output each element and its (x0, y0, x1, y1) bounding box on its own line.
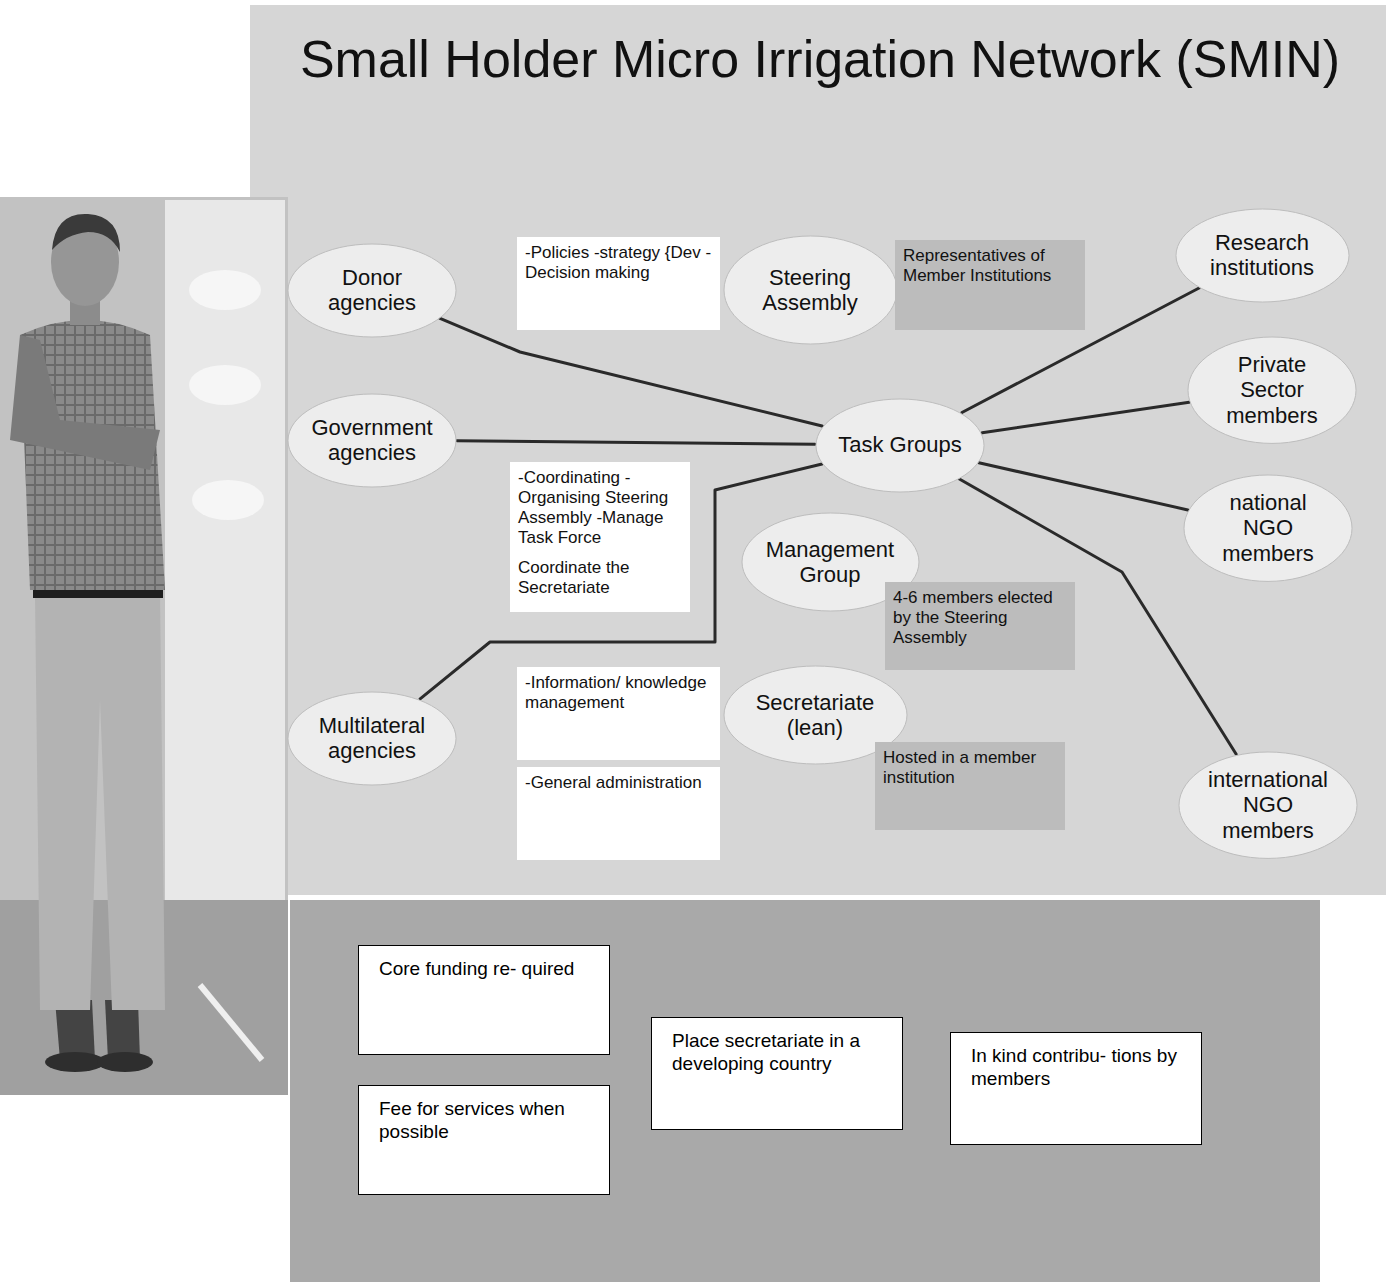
easel-leg (200, 985, 262, 1060)
node-text: Steering Assembly (745, 265, 875, 316)
oval-shape (288, 244, 456, 337)
card-board (290, 900, 1320, 1282)
node-text-block: 4-6 members elected by the Steering Asse… (893, 588, 1067, 648)
note-box: Place secretariate in a developing count… (651, 1017, 903, 1130)
hair (52, 214, 120, 252)
node-text-block: Secretariate (lean) (747, 690, 884, 741)
node-text-block: national NGO members (1205, 490, 1331, 566)
node-text: Government agencies (309, 415, 435, 466)
crossed-arms (10, 335, 160, 470)
oval-shape (1184, 475, 1352, 581)
trousers (35, 595, 165, 1010)
node-text: 4-6 members elected by the Steering Asse… (893, 588, 1067, 648)
node-text-block: Core funding re- quired (379, 958, 589, 981)
node-text: -Information/ knowledge management (525, 673, 712, 713)
ellipse-node: Government agencies (287, 393, 457, 488)
node-text-block: Hosted in a member institution (883, 748, 1057, 788)
sandal (45, 1052, 105, 1072)
node-text: Donor agencies (309, 265, 435, 316)
node-text: Coordinate the Secretariate (518, 558, 682, 598)
grey-note-card: Representatives of Member Institutions (895, 240, 1085, 330)
node-text-block: Management Group (764, 537, 896, 588)
ellipse-node: Steering Assembly (723, 235, 898, 345)
note-card: -Policies -strategy {Dev -Decision makin… (517, 237, 720, 330)
node-text: Fee for services when possible (379, 1098, 589, 1144)
node-text: Representatives of Member Institutions (903, 246, 1077, 286)
node-text: national NGO members (1205, 490, 1331, 566)
node-text: international NGO members (1201, 767, 1334, 843)
node-text-block: -General administration (525, 773, 712, 793)
oval-shape (816, 399, 984, 492)
node-text: Core funding re- quired (379, 958, 589, 981)
note-card: -General administration (517, 767, 720, 860)
node-text-block: international NGO members (1201, 767, 1334, 843)
node-text-block: -Policies -strategy {Dev -Decision makin… (525, 243, 712, 283)
node-text-block: -Information/ knowledge management (525, 673, 712, 713)
connector-line (457, 441, 815, 444)
oval-shape (288, 692, 456, 785)
ellipse-node: Multilateral agencies (287, 691, 457, 786)
node-text: -General administration (525, 773, 712, 793)
oval-shape (1176, 209, 1349, 302)
grey-note-card: Hosted in a member institution (875, 742, 1065, 830)
node-text-block: Place secretariate in a developing count… (672, 1030, 882, 1076)
ellipse-node: Research institutions (1175, 208, 1350, 303)
diagram-title: Small Holder Micro Irrigation Network (S… (290, 22, 1350, 97)
node-text: Research institutions (1197, 230, 1327, 281)
note-box: Core funding re- quired (358, 945, 610, 1055)
oval-shape (288, 394, 456, 487)
ellipse-node: national NGO members (1183, 474, 1353, 582)
ellipse-node: Donor agencies (287, 243, 457, 338)
ellipse-node: Task Groups (815, 398, 985, 493)
oval-shape (1179, 752, 1357, 858)
ellipse-node: Private Sector members (1187, 336, 1357, 444)
node-text: Multilateral agencies (309, 713, 435, 764)
grey-note-card: 4-6 members elected by the Steering Asse… (885, 582, 1075, 670)
note-card: -Coordinating -Organising Steering Assem… (510, 462, 690, 612)
ellipse-node: international NGO members (1178, 751, 1358, 859)
node-text: Private Sector members (1209, 352, 1335, 428)
node-text: Place secretariate in a developing count… (672, 1030, 882, 1076)
oval-shape (1188, 337, 1356, 443)
node-text-block: Steering Assembly (745, 265, 875, 316)
photo-oval (189, 270, 261, 310)
node-text-block: Donor agencies (309, 265, 435, 316)
node-text: In kind contribu- tions by members (971, 1045, 1181, 1091)
photo-flipchart (165, 200, 285, 1000)
oval-shape (724, 236, 897, 344)
photo-wall (0, 197, 288, 1095)
node-text-block: Representatives of Member Institutions (903, 246, 1077, 286)
note-box: Fee for services when possible (358, 1085, 610, 1195)
node-text-block: In kind contribu- tions by members (971, 1045, 1181, 1091)
photo-oval (192, 480, 264, 520)
photo-oval (189, 365, 261, 405)
node-text-block: -Coordinating -Organising Steering Assem… (518, 468, 682, 598)
presenter-photo (0, 197, 288, 1095)
node-text-block: Multilateral agencies (309, 713, 435, 764)
node-text-block: Task Groups (837, 432, 963, 457)
connector-line (979, 463, 1188, 510)
node-text: -Policies -strategy {Dev -Decision makin… (525, 243, 712, 283)
node-text-block: Research institutions (1197, 230, 1327, 281)
flipchart-paper (250, 5, 1386, 895)
node-text: Secretariate (lean) (747, 690, 884, 741)
sandal (97, 1052, 153, 1072)
note-box: In kind contribu- tions by members (950, 1032, 1202, 1145)
node-text: Hosted in a member institution (883, 748, 1057, 788)
node-text-block: Private Sector members (1209, 352, 1335, 428)
node-text-block: Fee for services when possible (379, 1098, 589, 1144)
node-text: Management Group (764, 537, 896, 588)
node-text-block: Government agencies (309, 415, 435, 466)
note-card: -Information/ knowledge management (517, 667, 720, 760)
connector-line (982, 402, 1189, 433)
node-text: Task Groups (837, 432, 963, 457)
node-text: -Coordinating -Organising Steering Assem… (518, 468, 682, 548)
